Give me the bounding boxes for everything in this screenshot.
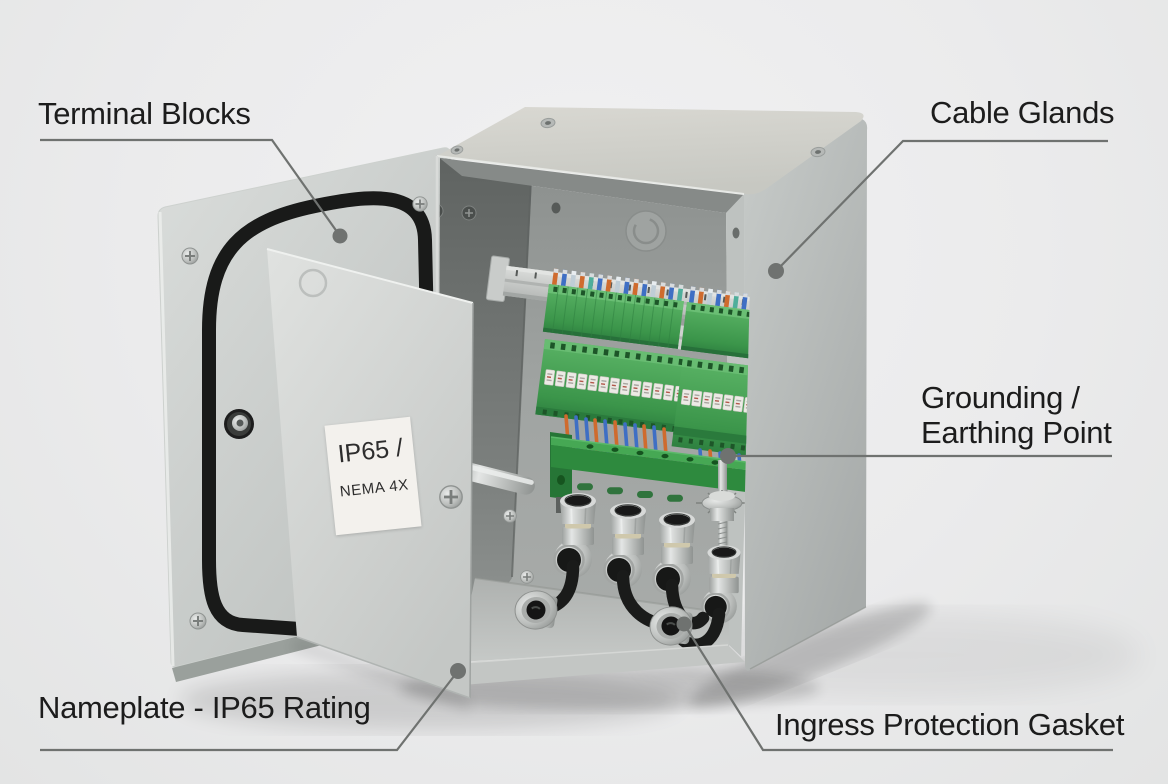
terminal-block-row-upper-right: [680, 286, 752, 359]
door-screw: [189, 612, 207, 630]
leader-dot-grounding: [720, 448, 736, 464]
enclosure-interior: [438, 158, 752, 685]
interior-top-wall: [438, 158, 744, 213]
panel-dimple: [298, 268, 328, 298]
leader-dot-nameplate: [450, 663, 466, 679]
leader-lines: [40, 138, 1113, 752]
leader-dot-ingress-gasket: [676, 616, 692, 632]
floor-screw: [502, 508, 518, 524]
leader-nameplate: [40, 670, 459, 752]
enclosure-body: [436, 107, 868, 671]
door-screw: [411, 195, 429, 213]
leader-dot-cable-glands: [768, 263, 784, 279]
back-wall-hole: [551, 202, 561, 214]
callout-terminal-blocks: Terminal Blocks: [38, 96, 251, 131]
door-screw: [181, 247, 199, 265]
door-latch-stud: [224, 409, 254, 439]
panel-shadow: [290, 637, 470, 712]
leader-cable-glands: [775, 139, 1108, 272]
callout-grounding-earthing: Grounding / Earthing Point: [921, 380, 1112, 450]
ground-busbar: [550, 432, 747, 513]
enclosure-right-wall: [744, 119, 868, 671]
leader-terminal-blocks: [40, 138, 341, 237]
terminal-block-row-lower-right: [671, 357, 752, 457]
right-wall-hole: [732, 227, 740, 239]
leader-dots: [332, 228, 784, 679]
door-gasket: [202, 191, 441, 643]
callout-nameplate: Nameplate - IP65 Rating: [38, 690, 371, 725]
enclosure-top-face: [437, 107, 864, 195]
leader-dot-terminal-blocks: [332, 228, 348, 244]
knockout: [625, 210, 667, 252]
callout-ingress-gasket: Ingress Protection Gasket: [775, 707, 1125, 742]
nameplate-line1: IP65 /: [336, 433, 405, 469]
leader-ingress-gasket: [683, 623, 1113, 752]
terminal-block-row-upper-left: [542, 268, 684, 349]
nameplate-line2: NEMA 4X: [338, 476, 410, 501]
nameplate-sticker: IP65 / NEMA 4X: [324, 416, 422, 536]
interior-screw: [461, 205, 477, 221]
terminal-block-row-lower-left: [535, 339, 690, 433]
floor-screw: [519, 569, 535, 585]
callout-cable-glands: Cable Glands: [930, 95, 1115, 130]
hinge-pin: [454, 461, 535, 495]
hinge-screw: [438, 484, 464, 510]
